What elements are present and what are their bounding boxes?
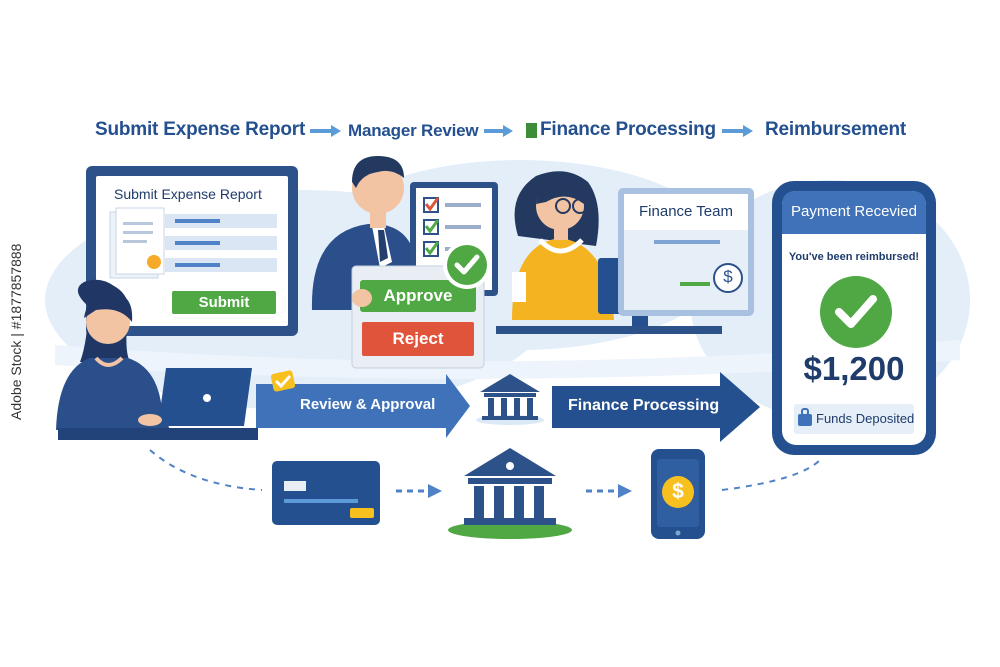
flow-step-reimbursement: Reimbursement — [765, 119, 906, 140]
finance-monitor — [618, 188, 754, 316]
employee-monitor — [86, 166, 298, 336]
connector-left — [149, 449, 263, 491]
bank-icon-large — [448, 448, 572, 539]
flow-step-submit: Submit Expense Report — [95, 119, 306, 140]
phone-header: Payment Recevied — [791, 203, 917, 220]
floor-band — [55, 340, 960, 379]
finance-processing-label: Finance Processing — [568, 397, 720, 414]
finance-panel-title: Finance Team — [639, 203, 733, 220]
employee-panel-title: Submit Expense Report — [114, 186, 262, 202]
decision-card — [351, 265, 485, 369]
stock-id-watermark: Adobe Stock | #1877857888 — [8, 243, 24, 420]
review-approval-arrow — [256, 374, 470, 438]
task-check-icon — [270, 370, 296, 392]
flow-step-manager-review: Manager Review — [348, 121, 479, 140]
approved-check-badge — [443, 241, 491, 289]
payment-phone — [772, 181, 936, 455]
employee-woman — [56, 279, 258, 440]
submit-button[interactable]: Submit — [198, 294, 250, 311]
dashed-arrow-1 — [396, 484, 442, 498]
finance-dollar-icon: $ — [723, 267, 733, 286]
mobile-coin-icon — [651, 449, 705, 539]
approve-button[interactable]: Approve — [383, 286, 453, 305]
finance-woman — [512, 171, 614, 320]
dashed-arrow-2 — [586, 484, 632, 498]
flow-step-finance-processing: Finance Processing — [540, 119, 716, 140]
connector-right — [721, 459, 821, 491]
credit-card-icon — [272, 461, 380, 525]
finance-step-icon — [526, 123, 537, 138]
reimbursed-amount: $1,200 — [803, 350, 905, 387]
phone-message: You've been reimbursed! — [788, 251, 920, 263]
flow-arrow-2 — [484, 125, 513, 137]
review-approval-label: Review & Approval — [300, 396, 436, 413]
phone-footer: Funds Deposited — [816, 411, 915, 426]
flow-arrow-1 — [310, 125, 341, 137]
reject-button[interactable]: Reject — [392, 329, 444, 348]
coin-dollar-icon: $ — [672, 480, 684, 503]
flow-arrow-3 — [722, 125, 753, 137]
bank-icon-small — [476, 374, 544, 425]
finance-processing-arrow — [552, 372, 760, 442]
